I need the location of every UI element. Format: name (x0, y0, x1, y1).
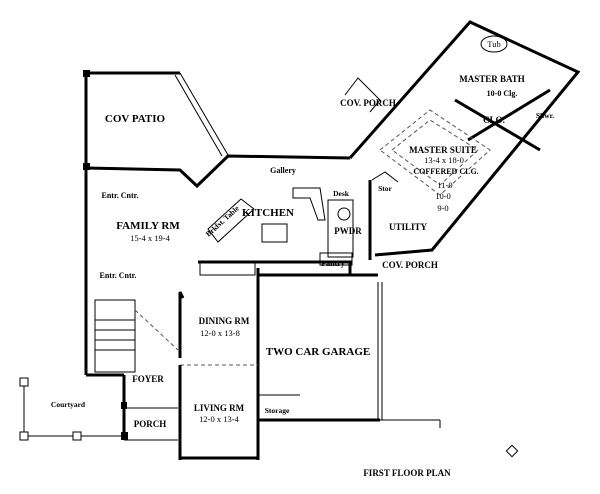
label-courtyard: Courtyard (51, 400, 86, 409)
label-utility: UTILITY (389, 222, 428, 232)
label-closet: CLO. (483, 115, 505, 125)
plan-title: FIRST FLOOR PLAN (363, 468, 451, 478)
label-ceiling-height: 9-0 (437, 203, 448, 213)
label-porch: PORCH (134, 419, 167, 429)
label-entertainment-center: Entr. Cntr. (100, 271, 137, 280)
label-entertainment-center: Entr. Cntr. (102, 191, 139, 200)
label-storage: Storage (265, 406, 290, 415)
kitchen-fixtures (207, 187, 354, 266)
label-master-suite-dims: 13-4 x 18-0 (424, 155, 464, 165)
entry-walls (19, 375, 178, 441)
label-garage: TWO CAR GARAGE (266, 346, 371, 358)
garage-walls (258, 273, 519, 458)
label-powder: PWDR (334, 226, 362, 236)
label-master-bath: MASTER BATH (459, 74, 525, 84)
label-family-rm: FAMILY RM (116, 220, 180, 232)
dining-living-walls (178, 268, 260, 460)
label-cov-patio: COV PATIO (105, 113, 166, 125)
label-cov-porch-side: COV. PORCH (382, 260, 438, 270)
master-wing-walls (344, 20, 581, 260)
label-master-bath-ceiling: 10-0 Clg. (487, 89, 518, 98)
label-breakfast-table: Brkfst. Table (204, 203, 241, 238)
label-family-rm-dims: 15-4 x 19-4 (130, 233, 170, 243)
label-living-rm: LIVING RM (194, 403, 245, 413)
label-kitchen: KITCHEN (242, 207, 294, 219)
label-desk: Desk (333, 189, 350, 198)
label-pantry: Pantry (321, 259, 345, 268)
label-foyer: FOYER (132, 374, 164, 384)
label-master-suite: MASTER SUITE (409, 145, 477, 155)
label-dining-rm-dims: 12-0 x 13-8 (200, 328, 240, 338)
label-dining-rm: DINING RM (199, 316, 250, 326)
label-stor: Stor (378, 184, 392, 193)
label-coffered-ceiling: COFFERED CLG. (413, 167, 478, 176)
label-living-rm-dims: 12-0 x 13-4 (199, 414, 239, 424)
label-tub: Tub (487, 39, 500, 49)
label-ceiling-height: 10-0 (435, 191, 451, 201)
label-ceiling-height: 11-0 (437, 180, 452, 190)
label-gallery: Gallery (270, 166, 296, 175)
main-walls (83, 73, 352, 377)
label-shower: Shwr. (536, 111, 554, 120)
label-cov-porch-top: COV. PORCH (340, 98, 396, 108)
